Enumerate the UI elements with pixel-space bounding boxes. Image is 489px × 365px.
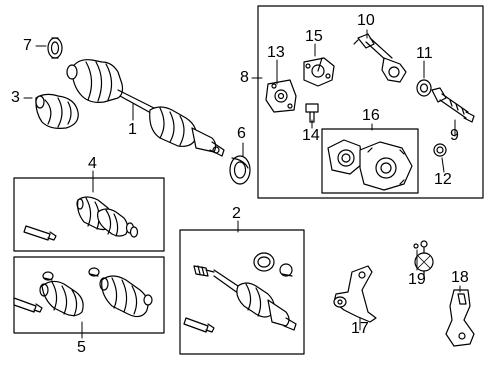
ball-joint-part-19 bbox=[413, 240, 434, 279]
bracket-part-13 bbox=[265, 79, 297, 113]
boot-kit-part-5 bbox=[13, 267, 153, 318]
callout-12: 12 bbox=[434, 171, 452, 188]
callout-8: 8 bbox=[240, 69, 249, 86]
callout-1: 1 bbox=[128, 121, 137, 138]
callout-2: 2 bbox=[232, 205, 241, 222]
shaft-box-2 bbox=[179, 229, 305, 355]
seal-part-12 bbox=[433, 143, 447, 157]
callout-5: 5 bbox=[77, 339, 86, 356]
callout-7: 7 bbox=[23, 37, 32, 54]
intermediate-shaft-part-10 bbox=[353, 33, 407, 83]
callout-9: 9 bbox=[450, 127, 459, 144]
callout-16: 16 bbox=[362, 107, 380, 124]
drive-shaft-part-1 bbox=[66, 59, 225, 157]
callout-17: 17 bbox=[351, 320, 369, 337]
callout-13: 13 bbox=[267, 44, 285, 61]
bolt-part-14 bbox=[305, 103, 319, 123]
kit-box-5 bbox=[13, 256, 165, 334]
mount-bracket-part-18 bbox=[445, 289, 475, 347]
kit-box-4 bbox=[13, 177, 165, 252]
differential-case-part-16 bbox=[327, 139, 413, 191]
seal-part-6 bbox=[229, 155, 251, 185]
callout-10: 10 bbox=[357, 12, 375, 29]
group-box-8 bbox=[257, 5, 484, 199]
drive-shaft-part-2 bbox=[183, 252, 297, 333]
callout-15: 15 bbox=[305, 28, 323, 45]
callout-14: 14 bbox=[302, 127, 320, 144]
callout-11: 11 bbox=[416, 45, 433, 62]
callout-19: 19 bbox=[408, 271, 426, 288]
callout-4: 4 bbox=[88, 155, 97, 172]
bearing-part-11 bbox=[416, 79, 432, 97]
leader-lines bbox=[23, 29, 461, 339]
shaft-part-9 bbox=[431, 87, 475, 123]
callout-6: 6 bbox=[237, 125, 246, 142]
cv-joint-part-3 bbox=[35, 93, 79, 129]
boot-kit-part-4 bbox=[23, 196, 139, 241]
group-box-16 bbox=[321, 128, 419, 194]
callout-18: 18 bbox=[451, 269, 469, 286]
mount-bracket-part-17 bbox=[333, 265, 377, 323]
housing-part-15 bbox=[303, 57, 335, 87]
callout-3: 3 bbox=[11, 89, 20, 106]
seal-part-7 bbox=[47, 37, 63, 59]
